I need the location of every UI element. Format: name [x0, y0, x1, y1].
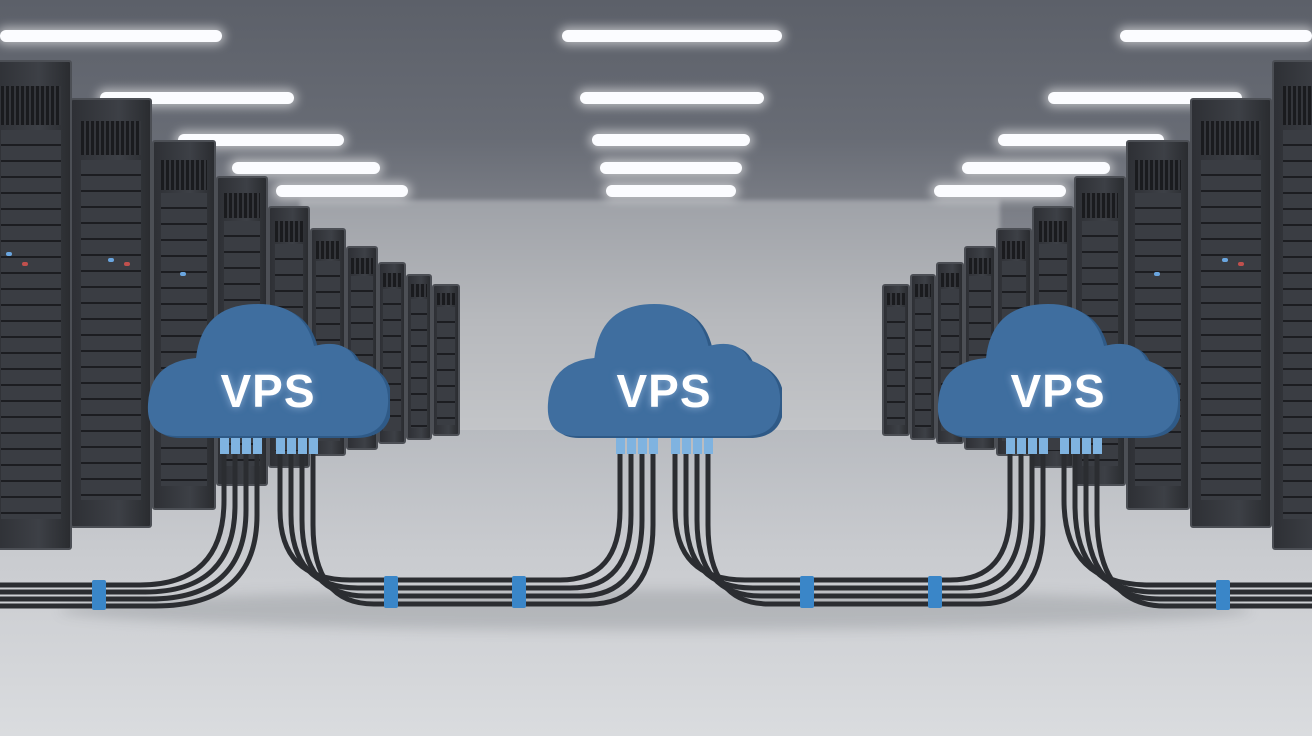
server-rack [910, 274, 936, 440]
ceiling-light [276, 185, 408, 197]
cloud-icon [547, 304, 782, 438]
status-led-blue [1154, 272, 1160, 276]
vps-cloud-center: VPS [546, 300, 782, 440]
cloud-icon [937, 304, 1180, 438]
ceiling-light [562, 30, 782, 42]
vps-cloud-left: VPS [146, 300, 390, 440]
ceiling-light [1120, 30, 1312, 42]
ceiling-light [592, 134, 750, 146]
server-rack [1272, 60, 1312, 550]
status-led-blue [1222, 258, 1228, 262]
status-led-red [124, 262, 130, 266]
vps-cloud-right: VPS [936, 300, 1180, 440]
cable-clip [92, 580, 106, 610]
status-led-blue [6, 252, 12, 256]
cable-clip [1216, 580, 1230, 610]
status-led-blue [108, 258, 114, 262]
ceiling-light [600, 162, 742, 174]
cable-clip [800, 576, 814, 608]
cable-clip [928, 576, 942, 608]
floor-shadow [60, 590, 1250, 630]
cable-clip [512, 576, 526, 608]
server-rack [1190, 98, 1272, 528]
ceiling-light [0, 30, 222, 42]
ceiling-light [962, 162, 1110, 174]
cloud-label: VPS [1010, 365, 1106, 417]
ceiling-light [178, 134, 344, 146]
ceiling-light [998, 134, 1164, 146]
cable-clip [384, 576, 398, 608]
ceiling-light [580, 92, 764, 104]
status-led-red [22, 262, 28, 266]
server-rack [406, 274, 432, 440]
ceiling-light [934, 185, 1066, 197]
server-rack [882, 284, 910, 436]
status-led-red [1238, 262, 1244, 266]
ceiling-light [606, 185, 736, 197]
cloud-icon [147, 304, 390, 438]
ceiling-light [232, 162, 380, 174]
cloud-label: VPS [220, 365, 316, 417]
server-rack [0, 60, 72, 550]
server-rack [70, 98, 152, 528]
server-rack [432, 284, 460, 436]
cloud-label: VPS [616, 365, 712, 417]
status-led-blue [180, 272, 186, 276]
